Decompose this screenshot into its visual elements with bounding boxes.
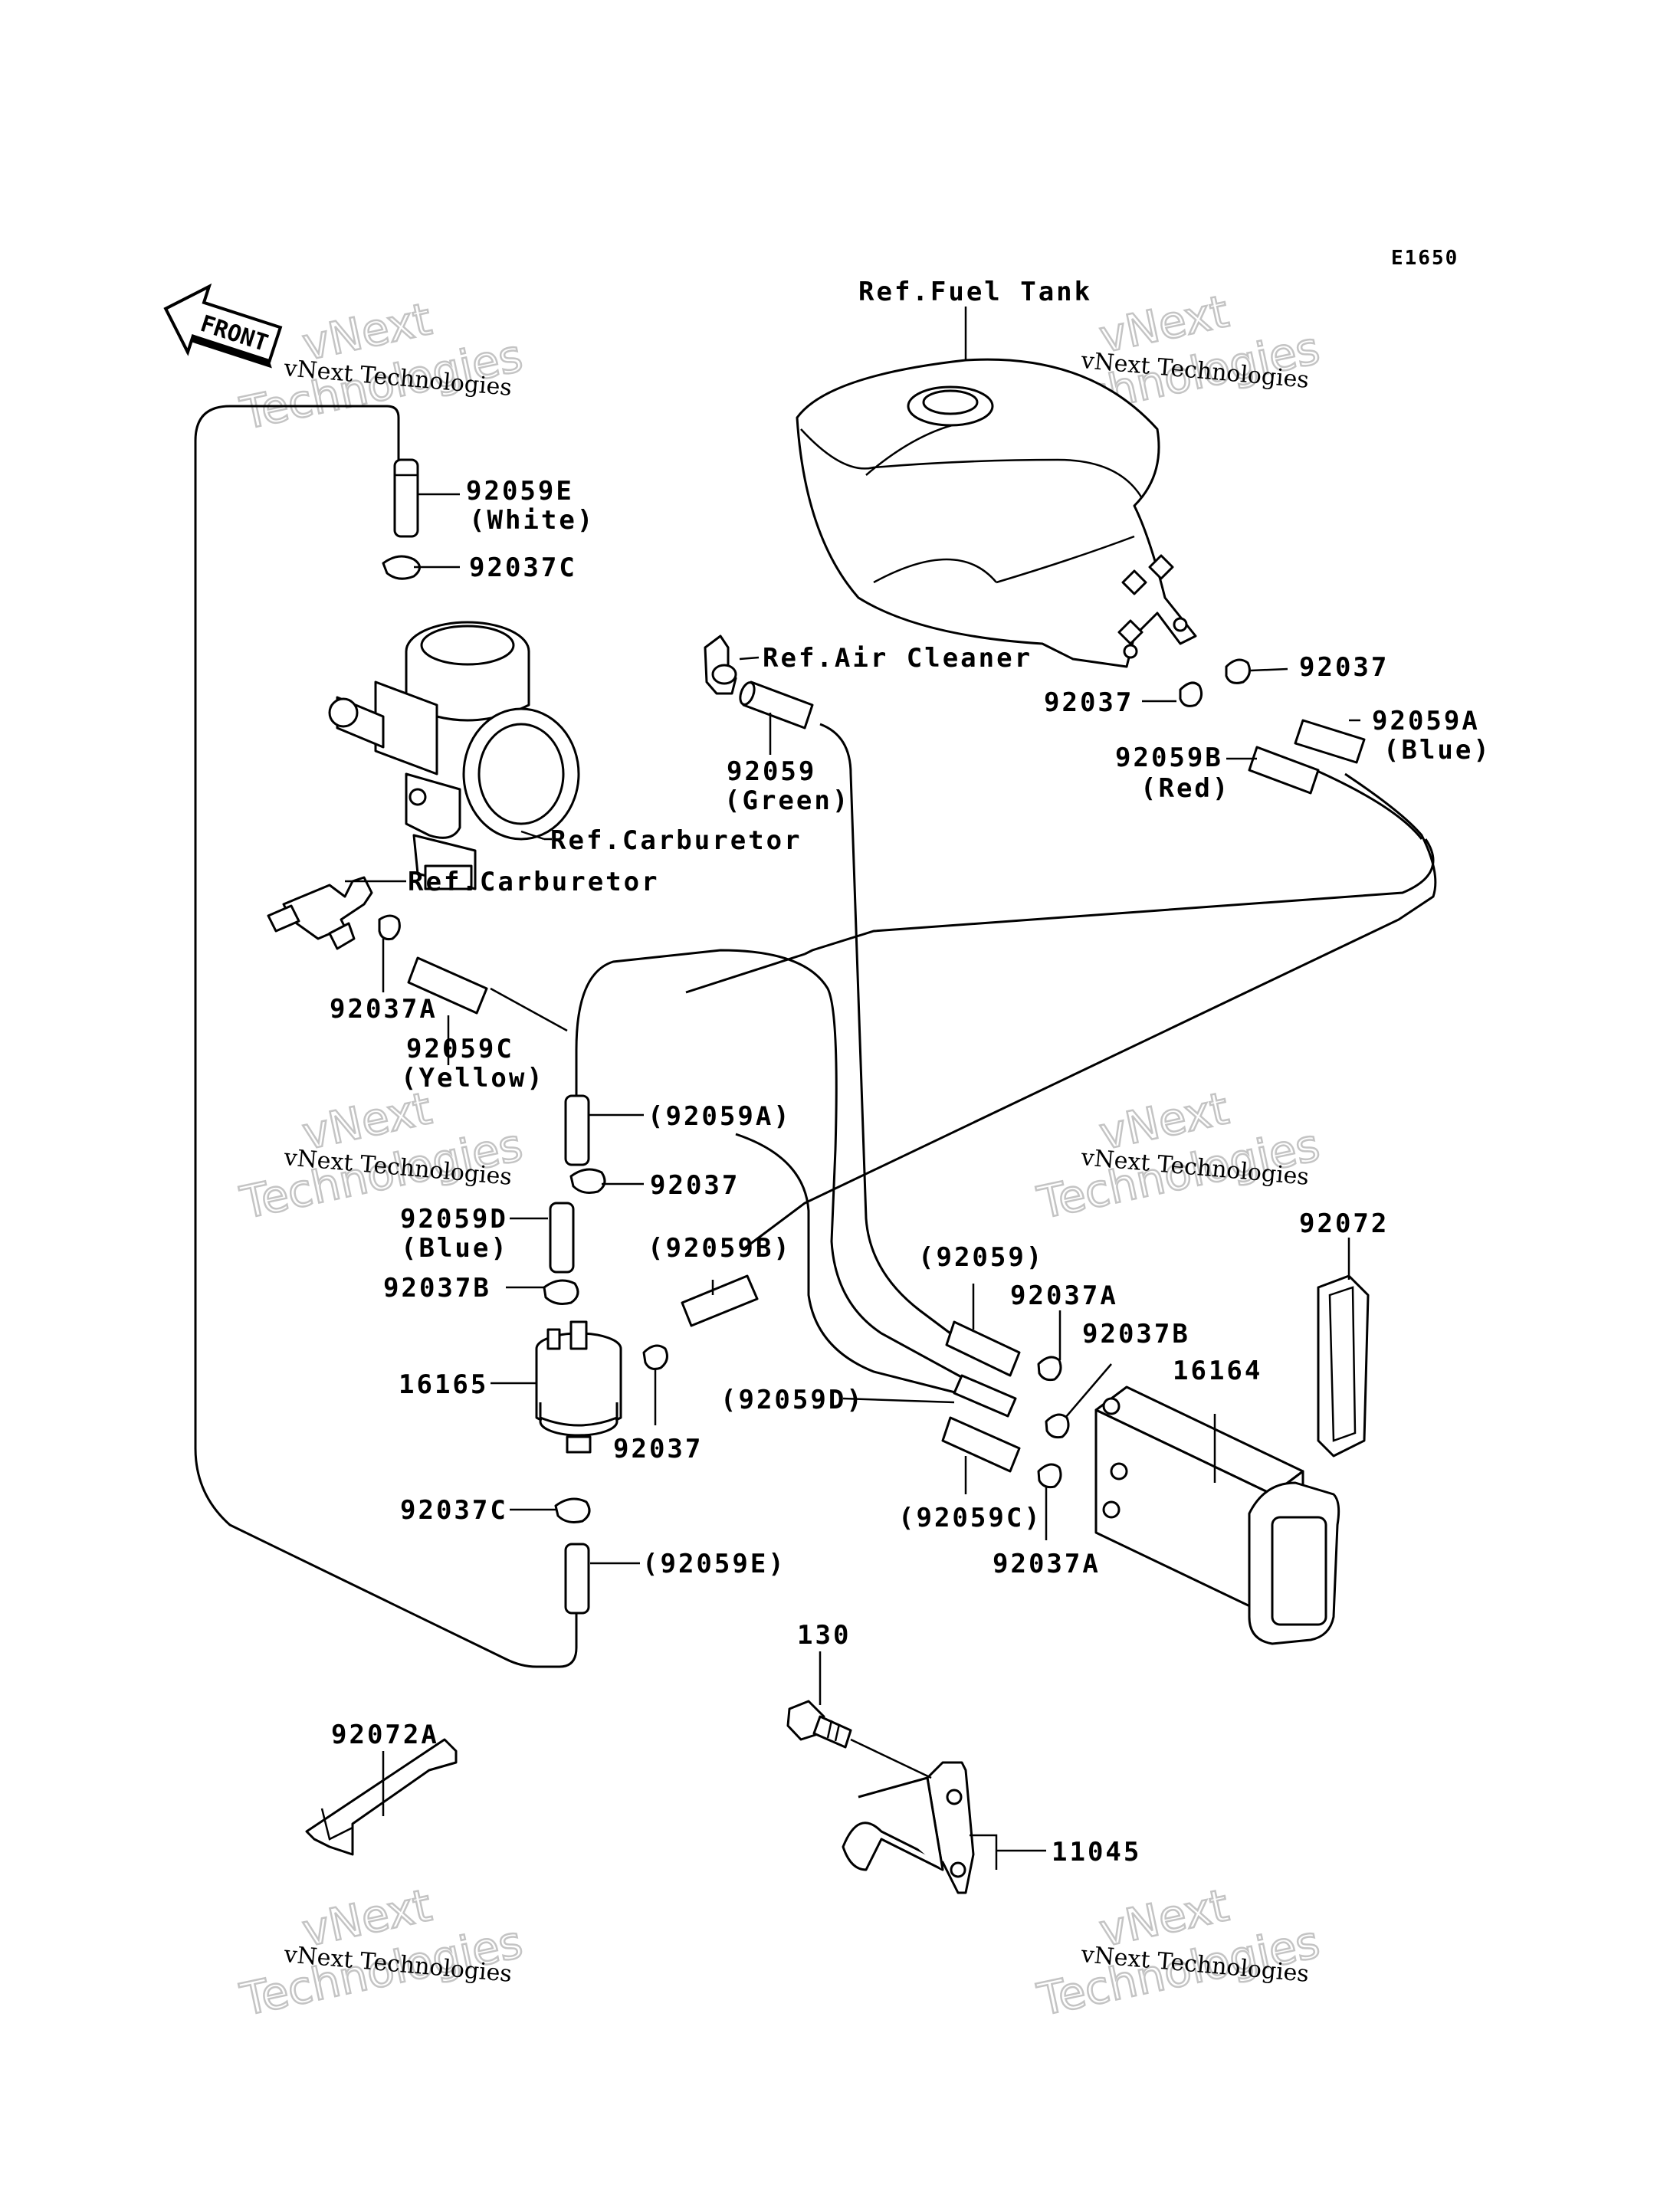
label-92037A-left: 92037A bbox=[330, 994, 438, 1025]
label-92059E-top-color: (White) bbox=[469, 505, 595, 536]
label-92059B-right: 92059B bbox=[1115, 743, 1223, 773]
carburetor bbox=[328, 621, 580, 890]
label-92037-right-2: 92037 bbox=[1044, 687, 1134, 718]
label-92059C-right: (92059C) bbox=[898, 1503, 1042, 1533]
label-92059A-mid: (92059A) bbox=[648, 1101, 792, 1132]
label-92059C-left-color: (Yellow) bbox=[401, 1063, 545, 1094]
clamps bbox=[378, 555, 1251, 1523]
label-92059A-right-color: (Blue) bbox=[1383, 735, 1491, 766]
label-92072: 92072 bbox=[1299, 1208, 1389, 1239]
label-11045: 11045 bbox=[1052, 1837, 1141, 1867]
hose-92059E-top bbox=[393, 458, 419, 538]
label-ref-carburetor-1: Ref.Carburetor bbox=[550, 825, 802, 856]
label-92037-low: 92037 bbox=[613, 1434, 703, 1464]
front-arrow-icon: FRONT bbox=[163, 283, 283, 369]
label-92059B-mid: (92059B) bbox=[648, 1233, 792, 1264]
label-92059D-left-color: (Blue) bbox=[401, 1233, 509, 1264]
watermark-mid-right: vNext Technologies vNext Technologies bbox=[1032, 1081, 1325, 1230]
strap-92072 bbox=[1317, 1274, 1370, 1458]
label-92072A: 92072A bbox=[331, 1720, 439, 1750]
watermark-bottom-left: vNext Technologies vNext Technologies bbox=[235, 1878, 528, 2027]
clamp-92037C-top bbox=[382, 555, 421, 580]
label-92037B-right: 92037B bbox=[1082, 1319, 1190, 1349]
fuel-filter-16165 bbox=[535, 1320, 622, 1454]
diagram-code: E1650 bbox=[1391, 247, 1459, 270]
part-labels: Ref.Fuel Tank Ref.Air Cleaner Ref.Carbur… bbox=[330, 277, 1491, 1867]
watermark-bottom-right: vNext Technologies vNext Technologies bbox=[1032, 1878, 1325, 2027]
label-92059A-right: 92059A bbox=[1372, 706, 1480, 736]
t-fitting bbox=[267, 876, 373, 950]
label-92059B-right-color: (Red) bbox=[1140, 773, 1230, 804]
hose-routing bbox=[194, 405, 1437, 1668]
label-92059E-top: 92059E bbox=[466, 476, 574, 507]
label-92059D-left: 92059D bbox=[400, 1204, 508, 1235]
label-92059-green-color: (Green) bbox=[724, 785, 850, 816]
label-92059D-right: (92059D) bbox=[720, 1385, 865, 1415]
label-92037C-low: 92037C bbox=[400, 1495, 508, 1526]
label-92059C-left: 92059C bbox=[406, 1034, 514, 1064]
label-92037C-top: 92037C bbox=[469, 553, 577, 583]
label-16164: 16164 bbox=[1173, 1356, 1262, 1386]
label-92059-green: 92059 bbox=[727, 756, 816, 787]
label-ref-fuel-tank: Ref.Fuel Tank bbox=[858, 277, 1092, 307]
leader-lines bbox=[345, 307, 1360, 1852]
label-92059-paren: (92059) bbox=[918, 1242, 1044, 1273]
label-ref-air-cleaner: Ref.Air Cleaner bbox=[763, 643, 1032, 674]
label-130: 130 bbox=[797, 1620, 851, 1651]
label-92037A-right-2: 92037A bbox=[993, 1549, 1101, 1579]
air-cleaner-elbow bbox=[704, 635, 737, 695]
bolt-130 bbox=[786, 1700, 852, 1749]
label-92037A-right-1: 92037A bbox=[1010, 1280, 1118, 1311]
label-ref-carburetor-2: Ref.Carburetor bbox=[408, 867, 660, 897]
label-16165: 16165 bbox=[399, 1369, 488, 1400]
label-92037-mid: 92037 bbox=[650, 1170, 740, 1201]
canister-16164 bbox=[1094, 1385, 1340, 1645]
label-92037B-left: 92037B bbox=[383, 1273, 491, 1303]
bracket-11045 bbox=[842, 1761, 998, 1894]
clip-92072A bbox=[305, 1738, 458, 1856]
watermark-top-left: vNext Technologies vNext Technologies bbox=[235, 292, 528, 441]
label-92037-right-1: 92037 bbox=[1299, 652, 1389, 683]
label-92059E-low: (92059E) bbox=[642, 1549, 786, 1579]
hose-pieces bbox=[393, 458, 1366, 1615]
